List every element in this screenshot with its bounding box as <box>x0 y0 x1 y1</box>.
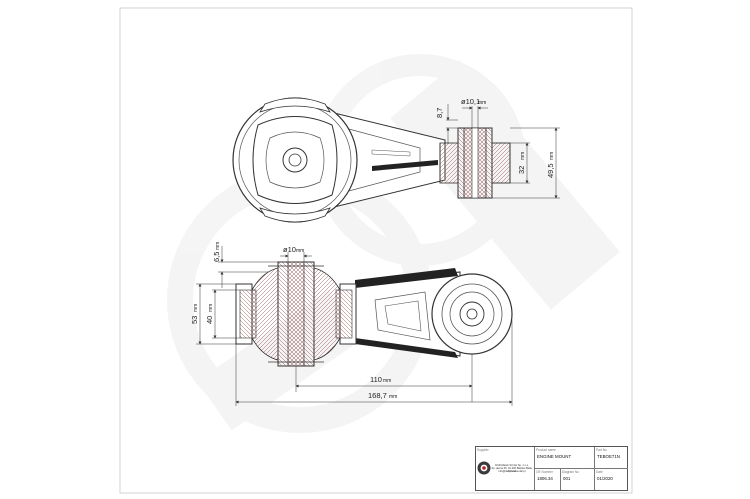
company-address-1: DAR-Marek Szmiel Sp. z o.o. <box>495 464 529 467</box>
dim-top-outer-height-unit: mm <box>549 152 555 160</box>
dim-side-offset: 6,5 <box>212 252 221 262</box>
dim-side-outer-height-unit: mm <box>193 304 199 312</box>
dim-side-overall-length-unit: mm <box>389 394 397 400</box>
side-arm-upper-band <box>355 268 458 288</box>
tb-date-cell: Date 01/2020 <box>594 468 628 490</box>
dim-side-bore: ø10 <box>283 245 296 254</box>
dim-side-outer-height: 53 <box>190 316 199 324</box>
top-insert-inner <box>265 131 325 189</box>
tb-oe-number-value: 1806.34 <box>537 476 553 481</box>
top-big-eye-clip-bottom <box>259 207 331 223</box>
dim-side-inner-height-unit: mm <box>208 304 214 312</box>
tb-part-no-value: TEBOE71N <box>597 454 620 459</box>
company-address-3: info@dar.pl, www.dar.pl <box>498 470 526 473</box>
dim-top-bore: ø10,1 <box>461 97 480 106</box>
side-arm-window-inner <box>384 300 422 332</box>
side-small-eye-ring-2 <box>449 291 495 337</box>
top-bushing-bore <box>288 153 302 167</box>
tb-diagram-no-cell: Diagram No 001 <box>560 468 594 490</box>
side-section-bushing <box>235 261 357 367</box>
top-dimensions <box>446 104 560 199</box>
dim-side-offset-unit: mm <box>215 242 221 250</box>
top-arm-slot-2 <box>371 149 411 157</box>
tb-supplier-cell: Supplier DAR-Marek Szmiel Sp. z o.o. Sp.… <box>476 447 534 490</box>
dim-side-center-distance: 110 <box>370 375 382 384</box>
dim-top-inner-height-unit: mm <box>520 152 526 160</box>
side-view: ø10 mm 6,5 mm 40 mm 53 mm 110 mm 168,7 m… <box>190 242 513 406</box>
company-logo-icon <box>477 461 491 475</box>
tb-date-label: Date <box>596 469 603 474</box>
tb-diagram-no-value: 001 <box>563 476 571 481</box>
tb-product-name-cell: Product name ENGINE MOUNT <box>534 447 594 468</box>
dim-top-wall: 8,7 <box>435 108 444 118</box>
top-big-eye-clip-top <box>259 97 331 113</box>
dim-top-bore-unit: mm <box>478 100 486 106</box>
tb-diagram-no-label: Diagram No <box>562 469 580 474</box>
tb-date-value: 01/2020 <box>597 476 613 481</box>
tb-product-name-value: ENGINE MOUNT <box>537 454 572 459</box>
watermark <box>167 54 620 433</box>
top-arm-slot <box>372 160 438 171</box>
tb-oe-number-label: OE Number <box>536 469 553 474</box>
dim-side-overall-length: 168,7 <box>368 391 387 400</box>
dim-side-center-distance-unit: mm <box>383 378 391 384</box>
side-small-eye-bore <box>466 308 478 320</box>
top-arm-rib <box>344 127 421 193</box>
dim-top-outer-height: 49,5 <box>546 163 555 178</box>
dim-side-inner-height: 40 <box>205 316 214 324</box>
top-view: ø10,1 mm 8,7 32 mm 49,5 mm <box>232 97 560 223</box>
tb-oe-number-cell: OE Number 1806.34 <box>534 468 560 490</box>
side-small-eye-ring <box>441 283 503 345</box>
side-dimensions <box>196 246 513 406</box>
dim-top-inner-height: 32 <box>517 166 526 174</box>
top-section-bushing <box>439 127 511 199</box>
sheet-frame <box>119 7 633 494</box>
company-logo-area: DAR-Marek Szmiel Sp. z o.o. Sp. jawna 36… <box>476 447 534 491</box>
tb-supplier-label: Supplier <box>477 447 489 452</box>
company-address-2: Sp. jawna 36, 43-300 Bielsko-Biała, Pola… <box>491 467 533 473</box>
title-block: Supplier DAR-Marek Szmiel Sp. z o.o. Sp.… <box>475 446 628 491</box>
tb-part-no-cell: Part No TEBOE71N <box>594 447 628 468</box>
dim-side-bore-unit: mm <box>296 248 304 254</box>
side-arm-window <box>374 291 431 341</box>
tb-part-no-label: Part No <box>596 447 607 452</box>
tb-product-name-label: Product name <box>536 447 556 452</box>
side-arm-lower-band <box>355 338 458 358</box>
